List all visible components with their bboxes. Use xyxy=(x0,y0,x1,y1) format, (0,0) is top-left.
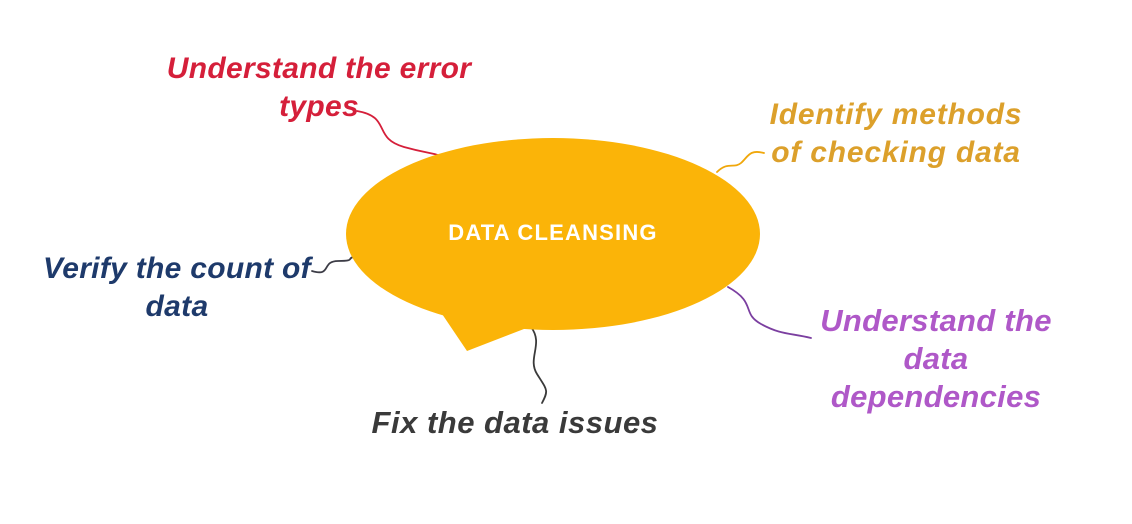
branch-label-verify-count: Verify the count of data xyxy=(43,252,311,323)
connector-identify-methods xyxy=(716,151,765,173)
branch-label-identify-methods: Identify methods of checking data xyxy=(769,98,1023,169)
center-bubble xyxy=(346,138,760,330)
connector-data-dependencies xyxy=(727,286,812,339)
connector-fix-issues xyxy=(530,326,548,404)
connector-verify-count xyxy=(311,256,354,274)
branch-label-error-types: Understand the error types xyxy=(166,52,472,123)
branch-label-data-dependencies: Understand the data dependencies xyxy=(820,303,1052,414)
center-node-label: DATA CLEANSING xyxy=(448,220,658,245)
branch-label-fix-issues: Fix the data issues xyxy=(371,405,659,440)
